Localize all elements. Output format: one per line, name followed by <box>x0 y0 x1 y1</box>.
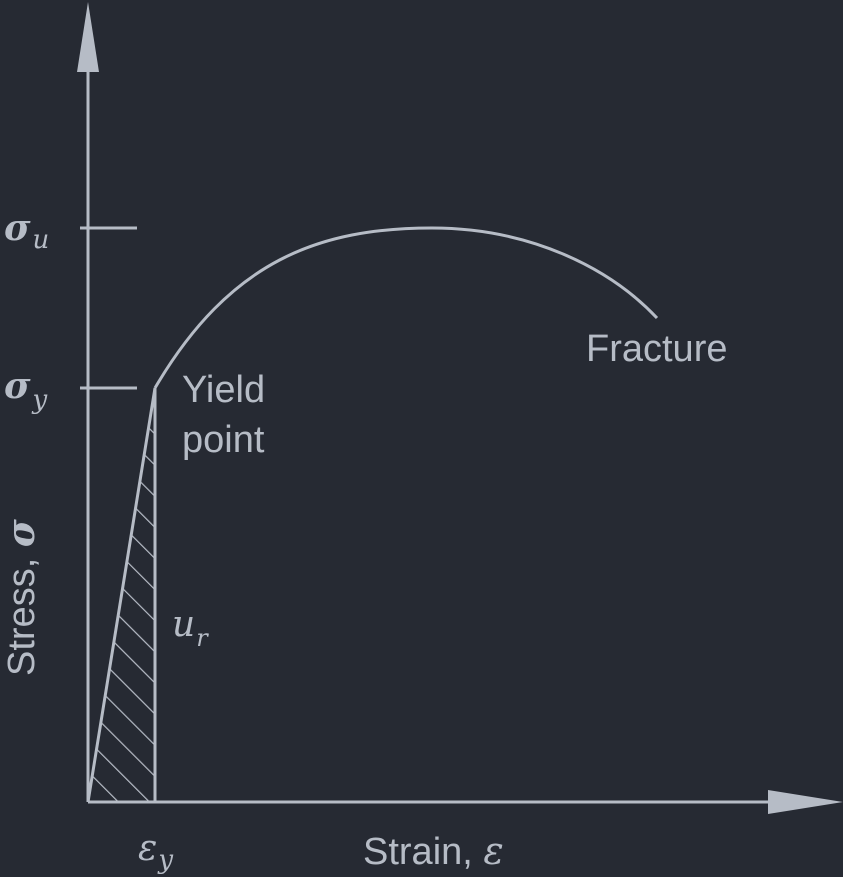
sigma-y-label: σy <box>4 365 48 415</box>
epsilon-y-label: εy <box>138 828 173 875</box>
yield-point-label-line2: point <box>182 419 265 461</box>
x-axis-title: Strain, ε <box>363 829 504 873</box>
resilience-label: ur <box>172 604 209 652</box>
y-axis-title: Stress, σ <box>0 518 43 676</box>
y-axis-arrowhead <box>77 2 99 72</box>
yield-point-label-line1: Yield <box>182 369 265 411</box>
fracture-label: Fracture <box>586 328 727 370</box>
elastic-region-line <box>86 387 157 803</box>
x-axis-arrowhead <box>768 790 843 814</box>
sigma-u-label: σu <box>4 207 49 255</box>
stress-strain-curve <box>153 226 659 389</box>
